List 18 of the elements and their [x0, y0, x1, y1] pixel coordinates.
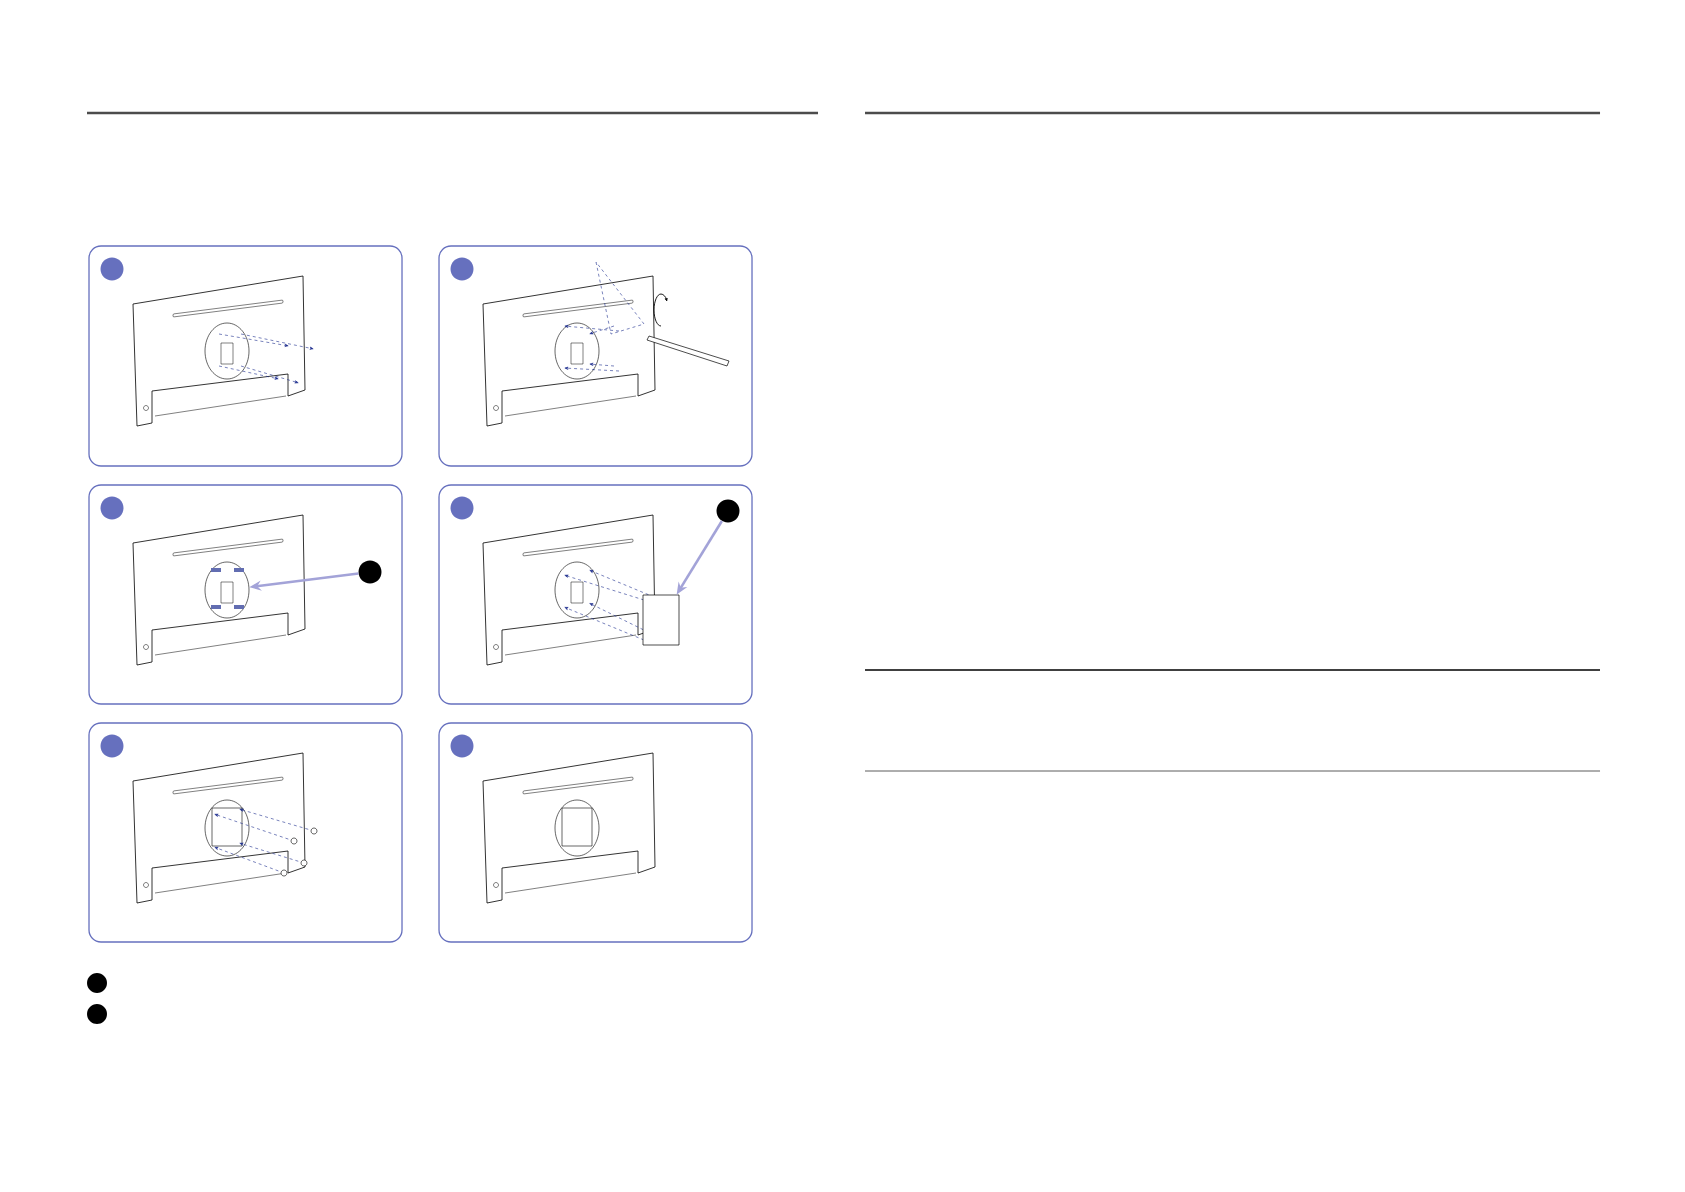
callout-dot [358, 560, 382, 584]
step-panel [438, 722, 753, 943]
step-badge [450, 734, 474, 758]
step-badge [100, 734, 124, 758]
step-panel [88, 722, 403, 943]
step-badge [100, 496, 124, 520]
callout-dot [87, 1004, 107, 1024]
step-badge [100, 257, 124, 281]
callout-dot [716, 499, 740, 523]
callout-dot [87, 973, 107, 993]
step-badge [450, 496, 474, 520]
step-panel [88, 484, 403, 705]
step-badge [450, 257, 474, 281]
step-panel [438, 245, 753, 467]
step-panel [438, 484, 753, 705]
step-panel [88, 245, 403, 467]
bracket-plate [642, 594, 680, 646]
mount-ring [204, 561, 250, 619]
